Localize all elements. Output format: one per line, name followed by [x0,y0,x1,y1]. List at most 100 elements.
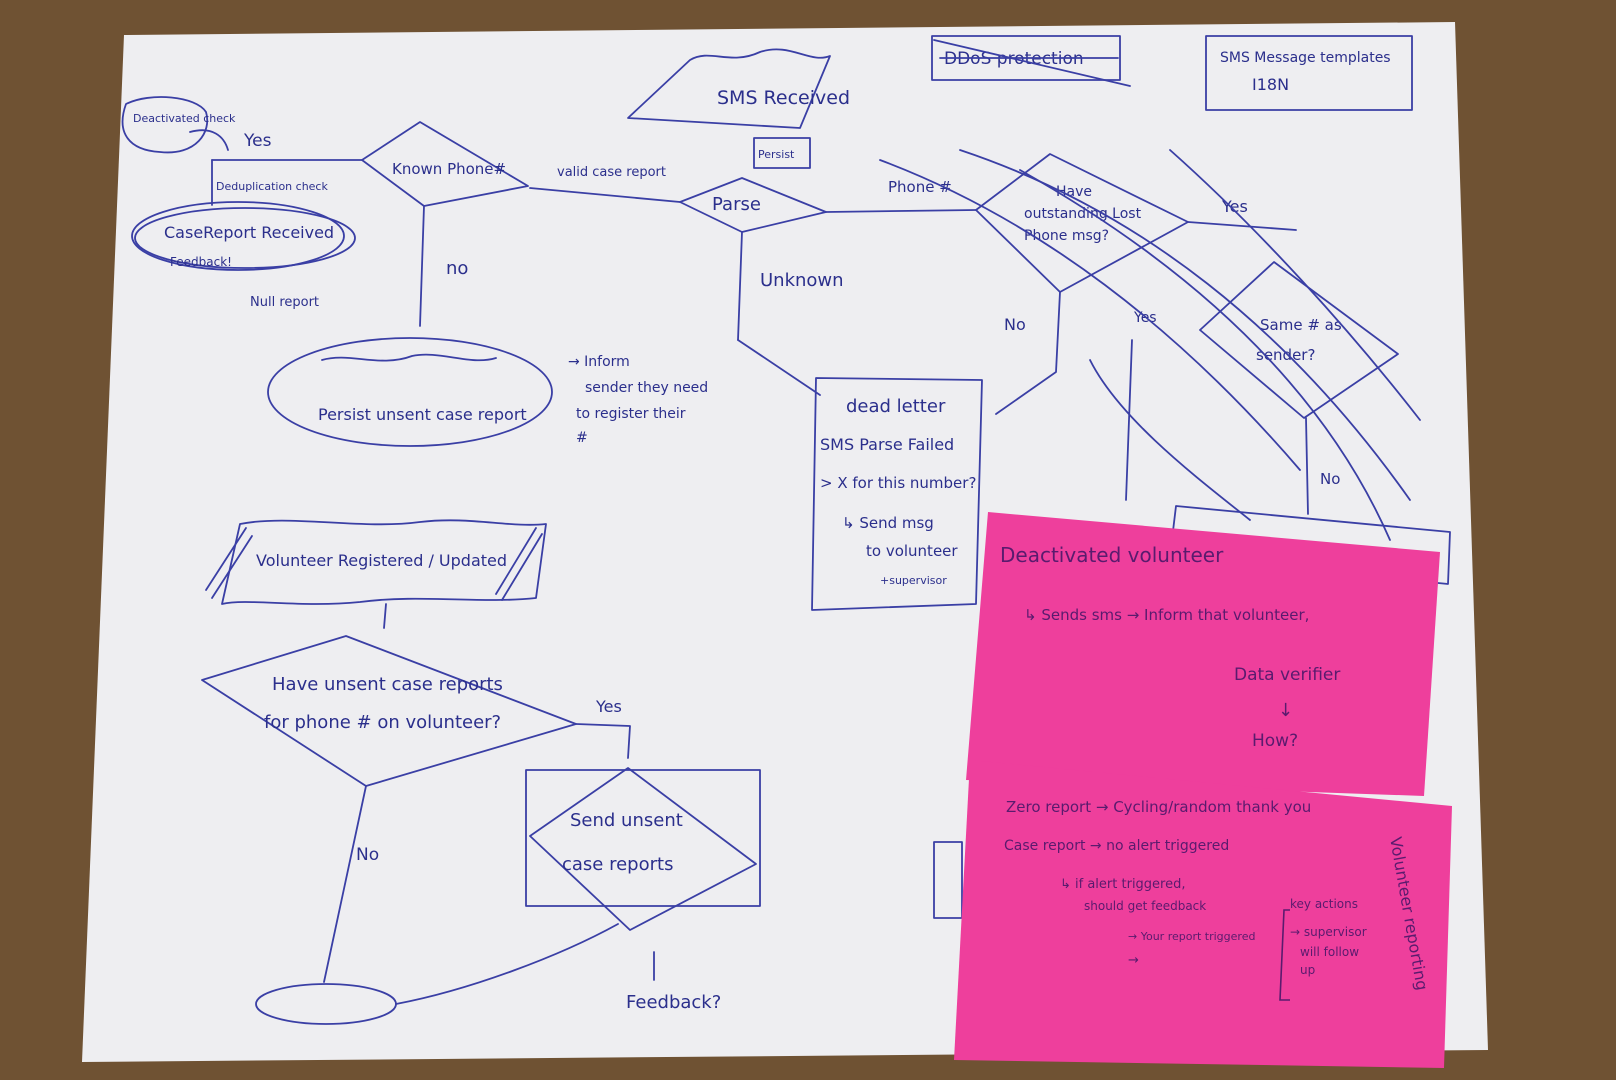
note-bottom-key-actions: key actions [1290,897,1358,911]
no-lower-label: No [1320,470,1340,488]
volunteer-slash-left-1 [205,527,247,591]
note-top-paper [966,512,1440,796]
parse-to-known-line [529,187,681,203]
known-phone-label: Known Phone# [392,160,506,178]
note-top-title: Deactivated volunteer [1000,543,1224,567]
cross-out-scribble-5 [1169,149,1421,421]
hidden-small-box [933,841,963,919]
persist-unsent-label: Persist unsent case report [318,405,527,424]
flowchart-ink: SMS Received Persist Parse valid case re… [121,35,1451,1025]
yes-top-label: Yes [243,131,272,151]
ddos-strike-1 [933,39,1131,87]
persist-unsent-ellipse [267,337,553,447]
note-top-line-1: ↳ Sends sms → Inform that volunteer, [1024,606,1309,624]
persist-scribble [321,353,497,362]
deactivated-check-shape [121,96,209,154]
outstanding-to-yes-line [1187,221,1297,231]
valid-case-report-label: valid case report [557,165,666,180]
note-bottom-line-4: should get feedback [1084,899,1206,913]
left-vertical-line [1125,339,1133,501]
no-bottom-label: No [356,845,379,865]
yes-right-label: Yes [1221,197,1248,216]
note-top-line-2: Data verifier [1234,665,1340,685]
note-bottom-line-2: Case report → no alert triggered [1004,838,1229,854]
unknown-to-deadletter-line [737,339,821,396]
sms-parse-failed-label: SMS Parse Failed [820,435,954,454]
ddos-box [931,35,1121,81]
parse-to-outstanding-line [825,209,977,213]
note-bottom-supervisor-1: → supervisor [1290,925,1367,939]
have-unsent-line-1: Have unsent case reports [272,674,503,695]
sms-templates-line-2: I18N [1252,75,1289,94]
send-unsent-diamond [529,767,757,931]
sms-received-label: SMS Received [717,87,850,109]
outstanding-to-no-line [995,291,1061,415]
send-unsent-line-1: Send unsent [570,810,683,831]
unsent-to-yes-line [575,723,631,759]
known-to-no-line [419,205,425,327]
end-connector [395,923,619,1005]
cross-out-scribble-4 [1089,359,1251,521]
sms-templates-line-1: SMS Message templates [1220,50,1391,66]
null-report-label: Null report [250,295,319,310]
persist-box [753,137,811,169]
sms-templates-box [1205,35,1413,111]
volunteer-slash-left-2 [211,535,253,599]
inform-sender-line-3: to register their [576,406,686,422]
no-right-label: No [1004,315,1026,334]
inform-sender-line-1: → Inform [568,354,630,370]
cross-out-scribble-3 [1019,169,1391,541]
note-bottom-supervisor-3: up [1300,963,1315,977]
known-phone-diamond [361,121,529,207]
same-number-line-1: Same # as [1260,316,1342,334]
note-top-line-3: ↓ [1278,700,1293,721]
sticky-note-top: Deactivated volunteer ↳ Sends sms → Info… [966,512,1440,796]
note-bottom-bracket [1279,909,1290,1001]
inform-sender-line-4: # [576,430,588,446]
send-unsent-box [525,769,761,907]
deactivated-check-label-1: Deactivated check [133,112,236,125]
note-top-line-4: How? [1252,731,1298,751]
note-bottom-line-1: Zero report → Cycling/random thank you [1006,798,1311,816]
note-bottom-line-3: ↳ if alert triggered, [1060,877,1186,892]
volunteer-slash-right-2 [501,533,543,601]
dead-letter-label: dead letter [846,396,946,417]
same-number-diamond [1199,261,1399,419]
unknown-label: Unknown [760,270,844,291]
have-unsent-line-2: for phone # on volunteer? [264,712,501,733]
note-bottom-line-5: → Your report triggered [1128,930,1255,943]
dedup-check-label: Deduplication check [216,180,328,193]
volunteer-to-diamond-line [383,603,387,629]
volunteer-slash-right-1 [495,527,537,595]
note-bottom-line-6: → [1128,953,1139,968]
x-for-number-label: > X for this number? [820,474,976,492]
case-report-received-label: CaseReport Received [164,223,334,242]
send-msg-line-1: ↳ Send msg [842,514,934,532]
send-msg-line-2: to volunteer [866,542,958,560]
case-report-received-ellipse [131,201,345,271]
same-number-line-2: sender? [1256,346,1315,364]
note-bottom-supervisor-2: will follow [1300,945,1359,959]
case-report-received-ellipse-outer [134,207,356,269]
unsent-to-no-line [323,785,367,983]
volunteer-registered-label: Volunteer Registered / Updated [256,551,507,570]
parse-label: Parse [712,194,761,215]
send-unsent-line-2: case reports [562,854,673,875]
note-bottom-paper [954,760,1452,1068]
outstanding-line-3: Phone msg? [1024,228,1109,244]
cross-out-scribble-1 [879,159,1301,471]
no-left-label: no [446,258,468,279]
persist-label: Persist [758,148,795,161]
sticky-note-bottom: Zero report → Cycling/random thank you C… [954,760,1452,1068]
feedback-bottom-label: Feedback? [626,992,721,1013]
supervisor-small-label: +supervisor [880,574,947,587]
deactivated-arrow [189,129,229,151]
inform-sender-line-2: sender they need [585,380,708,396]
dead-letter-box [811,377,983,611]
same-number-down-line [1305,417,1309,515]
sms-received-shape [627,48,831,129]
parse-to-unknown-line [737,231,743,341]
yes-bottom-label: Yes [595,697,622,716]
volunteer-registered-shape [221,519,547,605]
